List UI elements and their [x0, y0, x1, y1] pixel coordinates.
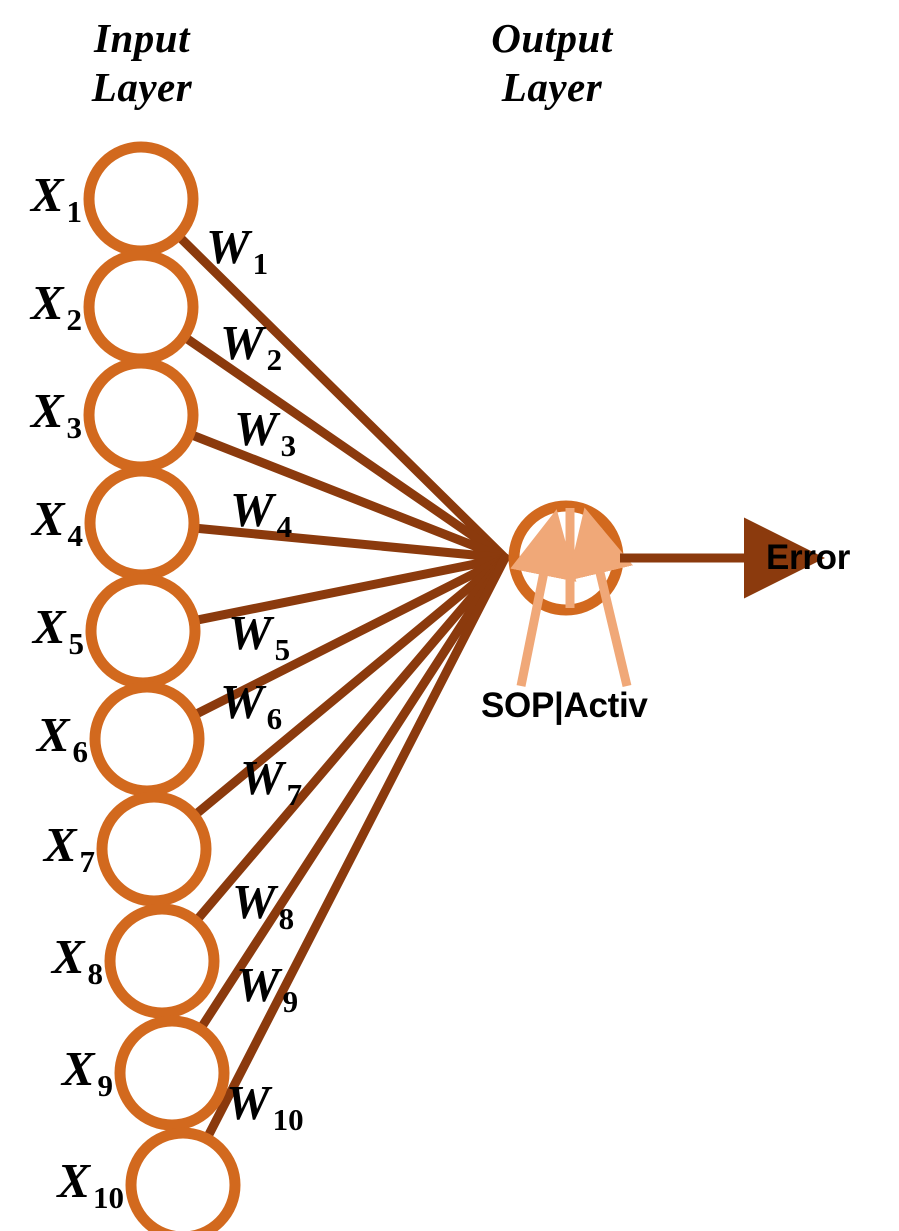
input-label-base: X	[57, 1153, 90, 1208]
sop-arrow	[510, 509, 577, 687]
weight-label-base: W	[220, 315, 264, 370]
connection-line	[202, 553, 510, 1144]
input-node-circle	[83, 249, 199, 365]
weight-label-subscript: 6	[266, 701, 283, 736]
weight-label-subscript: 5	[274, 632, 291, 667]
input-label-base: X	[30, 383, 64, 438]
connection-line	[173, 231, 510, 563]
connection-line	[189, 523, 510, 563]
weight-label-base: W	[232, 874, 276, 929]
input-label-x3: X3	[0, 383, 82, 443]
output-layer-title-line1: Output	[491, 15, 613, 61]
weight-label-base: W	[230, 482, 274, 537]
weight-label-subscript: 1	[252, 246, 269, 281]
weight-label-base: W	[220, 674, 264, 729]
weight-label-w8: W8	[232, 874, 294, 934]
output-layer-title: Output Layer	[452, 18, 652, 108]
input-label-x7: X7	[0, 817, 95, 877]
input-label-subscript: 7	[79, 844, 96, 879]
weight-label-w2: W2	[220, 315, 282, 375]
weight-label-base: W	[236, 957, 280, 1012]
weight-label-w7: W7	[240, 750, 302, 810]
input-node-circle	[83, 141, 199, 257]
input-label-base: X	[61, 1041, 95, 1096]
input-layer-title-line2: Layer	[91, 64, 193, 110]
weight-label-subscript: 9	[282, 984, 299, 1019]
input-node-circle	[89, 681, 205, 797]
weight-label-subscript: 3	[280, 428, 297, 463]
input-label-x10: X10	[0, 1153, 124, 1213]
input-label-x2: X2	[0, 275, 82, 335]
input-label-base: X	[43, 817, 77, 872]
weight-label-subscript: 2	[266, 342, 283, 377]
input-label-subscript: 8	[87, 956, 104, 991]
weight-label-w3: W3	[234, 401, 296, 461]
weight-label-subscript: 7	[286, 777, 303, 812]
weight-label-base: W	[228, 605, 272, 660]
input-label-subscript: 6	[72, 734, 89, 769]
input-label-base: X	[30, 167, 64, 222]
weight-label-w4: W4	[230, 482, 292, 542]
input-label-subscript: 1	[66, 194, 83, 229]
sop-activ-label: SOP|Activ	[481, 686, 648, 725]
input-node-circle	[114, 1015, 230, 1131]
connection-line	[191, 553, 510, 926]
weight-label-subscript: 8	[278, 901, 295, 936]
input-layer-title: Input Layer	[42, 18, 242, 108]
input-label-subscript: 3	[66, 410, 83, 445]
input-label-x8: X8	[0, 929, 103, 989]
input-node-circle	[96, 791, 212, 907]
input-label-x9: X9	[0, 1041, 113, 1101]
weight-label-subscript: 10	[272, 1102, 304, 1137]
input-label-base: X	[31, 491, 65, 546]
connection-lines	[173, 231, 510, 1144]
input-label-base: X	[36, 707, 70, 762]
connection-line	[189, 553, 510, 821]
connection-line	[195, 553, 510, 1034]
weight-label-w9: W9	[236, 957, 298, 1017]
input-label-base: X	[30, 275, 64, 330]
input-label-x6: X6	[0, 707, 88, 767]
input-node-circle	[84, 465, 200, 581]
input-label-subscript: 5	[68, 626, 85, 661]
connection-line	[184, 429, 510, 563]
input-node-circle	[104, 903, 220, 1019]
input-label-x4: X4	[0, 491, 83, 551]
connection-line	[179, 332, 510, 563]
input-label-subscript: 10	[93, 1180, 124, 1215]
input-label-base: X	[32, 599, 66, 654]
weight-label-base: W	[240, 750, 284, 805]
weight-label-w6: W6	[220, 674, 282, 734]
input-label-x5: X5	[0, 599, 84, 659]
input-node-circle	[85, 573, 201, 689]
input-label-subscript: 2	[66, 302, 83, 337]
weight-label-base: W	[206, 219, 250, 274]
input-label-subscript: 9	[97, 1068, 114, 1103]
weight-label-subscript: 4	[276, 509, 293, 544]
error-label: Error	[766, 538, 851, 577]
input-label-x1: X1	[0, 167, 82, 227]
input-label-base: X	[51, 929, 85, 984]
input-label-subscript: 4	[67, 518, 84, 553]
weight-label-w1: W1	[206, 219, 268, 279]
connection-line	[189, 553, 510, 626]
input-node-circle	[83, 357, 199, 473]
input-node-circle	[125, 1127, 241, 1231]
weight-label-w10: W10	[226, 1075, 304, 1135]
input-node-circles	[83, 141, 241, 1231]
input-layer-title-line1: Input	[94, 15, 190, 61]
output-layer-title-line2: Layer	[501, 64, 603, 110]
weight-label-w5: W5	[228, 605, 290, 665]
activation-arrow	[567, 507, 633, 688]
weight-label-base: W	[226, 1075, 270, 1130]
connection-line	[188, 553, 510, 720]
weight-label-base: W	[234, 401, 278, 456]
